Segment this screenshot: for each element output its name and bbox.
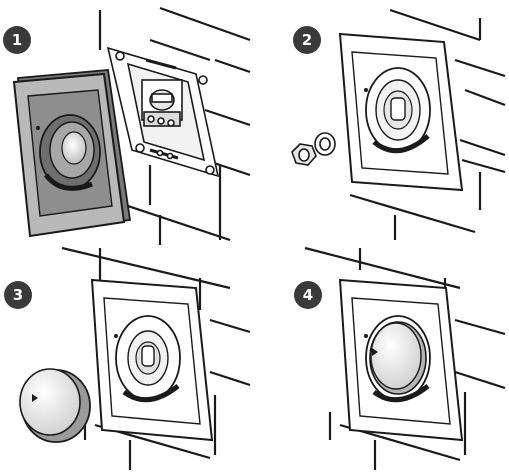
dimmer-cover-icon [340,34,462,190]
control-knob-icon [20,369,90,442]
panel-step-3: 3 [4,248,250,470]
step-number-3: 3 [13,286,23,304]
step-badge-2: 2 [293,26,321,54]
step-number-2: 2 [302,31,312,49]
washer-icon [315,133,335,155]
panel-step-4: 4 [294,248,505,470]
control-knob-icon [370,322,426,394]
mounting-frame-icon [108,48,218,176]
dimmer-cover-icon [92,280,212,440]
dimmer-cover-icon [14,70,130,236]
step-number-1: 1 [12,31,22,49]
step-badge-4: 4 [294,281,322,309]
step-badge-3: 3 [4,281,32,309]
step-badge-1: 1 [3,26,31,54]
hex-nut-icon [292,144,316,165]
step-number-4: 4 [303,286,313,304]
panel-step-2: 2 [292,10,505,240]
panel-step-1: 1 [3,8,250,245]
